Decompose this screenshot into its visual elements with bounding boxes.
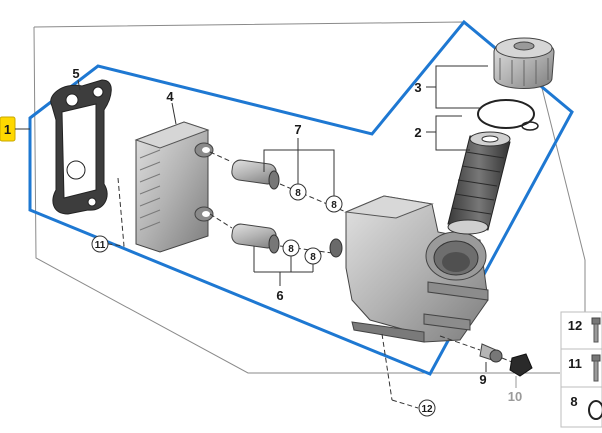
oil-cooler-part-4[interactable] [134, 121, 214, 253]
bolt-icon [591, 317, 601, 343]
callout-11[interactable]: 11 [91, 235, 109, 253]
o-ring-cap[interactable] [477, 99, 535, 129]
connector-part-10[interactable] [509, 353, 533, 377]
callout-6[interactable]: 6 [276, 288, 283, 303]
o-ring-filter[interactable] [521, 121, 539, 131]
connection-pipe-upper[interactable] [231, 159, 280, 190]
o-ring-icon [588, 400, 602, 420]
callout-8-c[interactable]: 8 [282, 239, 300, 257]
svg-text:8: 8 [331, 200, 337, 211]
callout-10[interactable]: 10 [508, 389, 522, 404]
callout-9[interactable]: 9 [479, 372, 486, 387]
svg-text:8: 8 [288, 244, 294, 255]
callout-8-d[interactable]: 8 [304, 247, 322, 265]
callout-5[interactable]: 5 [72, 66, 79, 81]
callout-4[interactable]: 4 [166, 89, 174, 104]
sensor-part-9[interactable] [479, 343, 503, 363]
callout-3[interactable]: 3 [414, 80, 421, 95]
callout-8-a[interactable]: 8 [289, 183, 307, 201]
bolt-icon [591, 354, 601, 382]
svg-text:11: 11 [568, 356, 582, 371]
callout-2[interactable]: 2 [414, 125, 421, 140]
svg-text:8: 8 [295, 188, 301, 199]
callout-7[interactable]: 7 [294, 122, 301, 137]
legend-item-12[interactable]: 12 [560, 311, 602, 350]
svg-text:12: 12 [568, 318, 582, 333]
connection-pipe-lower[interactable] [231, 223, 280, 254]
callout-12[interactable]: 12 [418, 399, 436, 417]
svg-text:12: 12 [421, 404, 433, 415]
svg-text:11: 11 [95, 240, 106, 251]
gasket-part-5[interactable] [50, 79, 112, 215]
legend-item-8[interactable]: 8 [560, 386, 602, 428]
svg-text:1: 1 [4, 122, 11, 137]
callout-1[interactable]: 1 [0, 116, 30, 142]
svg-text:8: 8 [310, 252, 316, 263]
filter-cap-part-3[interactable] [493, 37, 555, 89]
svg-text:8: 8 [570, 394, 577, 409]
oil-filter-housing[interactable] [329, 195, 489, 343]
legend-item-11[interactable]: 11 [560, 348, 602, 388]
callout-8-b[interactable]: 8 [325, 195, 343, 213]
filter-element-part-2[interactable] [447, 131, 511, 235]
